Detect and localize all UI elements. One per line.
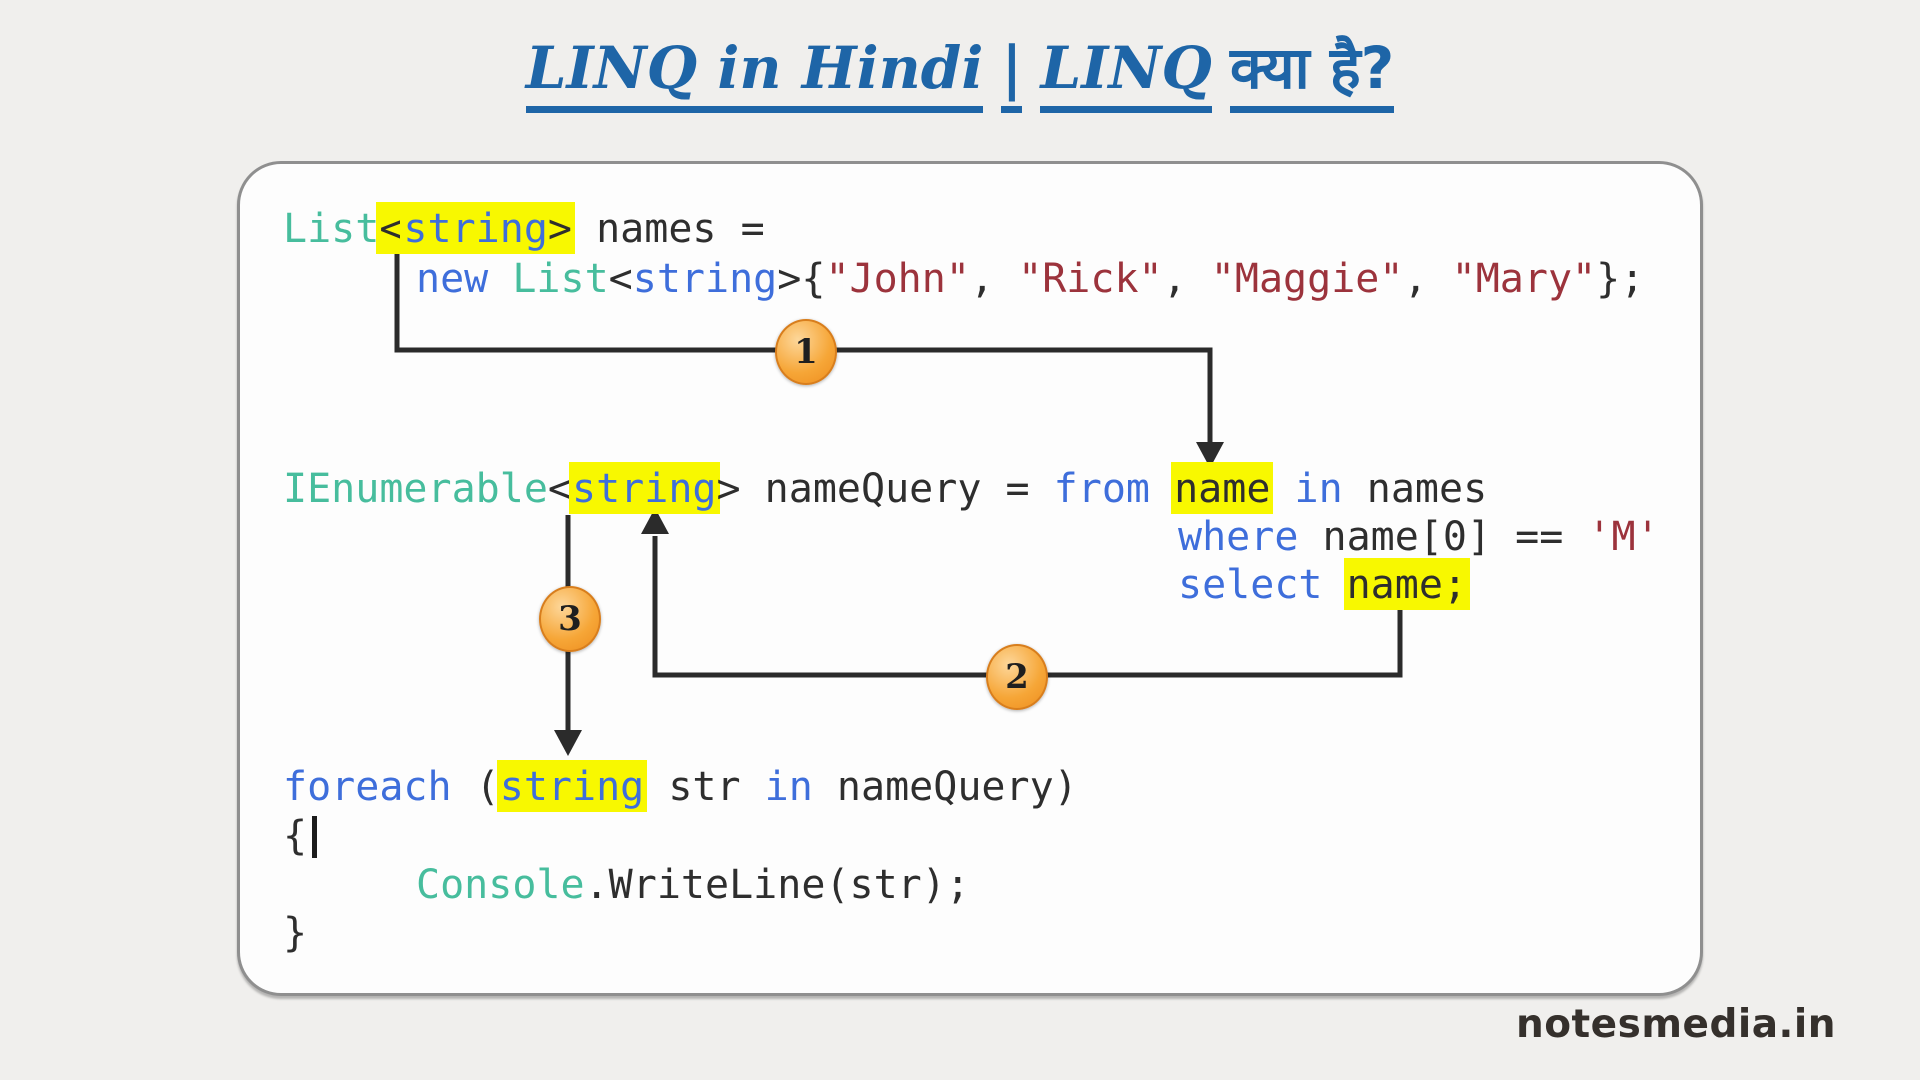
- step-marker-2: 2: [986, 644, 1048, 710]
- step-marker-3: 3: [539, 586, 601, 652]
- step-marker-1: 1: [775, 319, 837, 385]
- title-separator: |: [1001, 34, 1023, 113]
- step-marker-2-label: 2: [1005, 657, 1029, 697]
- step-marker-1-label: 1: [794, 332, 818, 372]
- step-marker-3-label: 3: [558, 599, 582, 639]
- code-line-query-where: where name[0] == 'M': [1178, 514, 1660, 560]
- code-line-writeline: Console.WriteLine(str);: [416, 862, 970, 908]
- code-line-open-brace: {: [283, 813, 308, 859]
- watermark-notesmedia: notesmedia.in: [1515, 1002, 1836, 1047]
- title-text-linq: LINQ: [1040, 34, 1212, 113]
- title-text-hindi: क्या है?: [1229, 34, 1395, 113]
- code-line-list-initializer: new List<string>{"John", "Rick", "Maggie…: [416, 256, 1645, 302]
- code-line-query-from: IEnumerable<string> nameQuery = from nam…: [283, 462, 1487, 514]
- title-text-english: LINQ in Hindi: [525, 34, 984, 113]
- code-line-foreach: foreach (string str in nameQuery): [283, 760, 1078, 812]
- code-line-close-brace: }: [283, 910, 308, 956]
- code-line-list-declaration: List<string> names =: [283, 202, 765, 254]
- text-cursor: [312, 816, 317, 858]
- code-line-query-select: select name;: [1178, 558, 1471, 610]
